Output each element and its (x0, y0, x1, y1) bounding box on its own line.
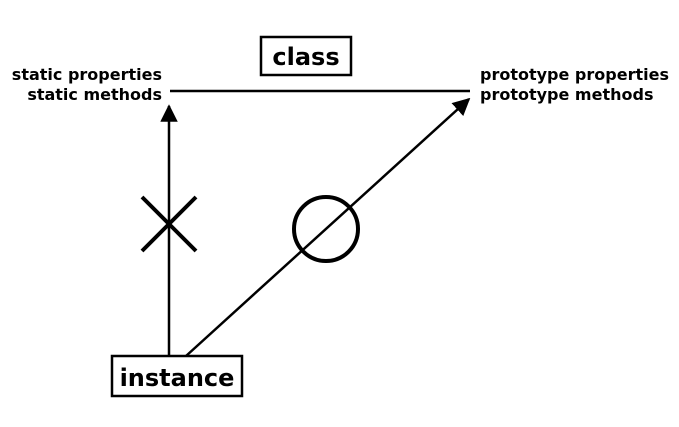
instance-box: instance (110, 354, 244, 398)
circle-mark-icon (292, 195, 360, 263)
static-properties-text: static properties (12, 65, 162, 84)
static-members-label: static properties static methods (12, 65, 162, 104)
instance-label: instance (120, 364, 235, 392)
static-methods-text: static methods (27, 85, 162, 104)
class-label: class (272, 43, 339, 71)
prototype-members-label: prototype properties prototype methods (480, 65, 669, 104)
cross-mark-icon (140, 195, 198, 253)
prototype-access-arrow (185, 97, 471, 357)
class-box: class (259, 35, 353, 77)
prototype-properties-text: prototype properties (480, 65, 669, 84)
prototype-methods-text: prototype methods (480, 85, 653, 104)
